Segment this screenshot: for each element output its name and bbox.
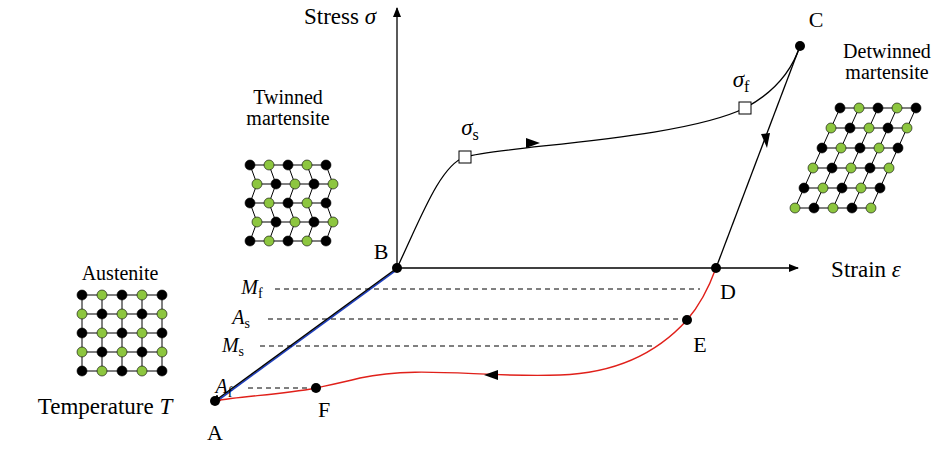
point-label: A <box>207 421 223 444</box>
curve-arrow <box>484 370 498 380</box>
stress-label: σf <box>733 68 750 96</box>
temperature-label: Af <box>216 376 233 401</box>
axis-label: Strain ε <box>831 258 901 282</box>
strain-axis <box>397 267 798 268</box>
state-points <box>210 41 805 406</box>
point-label: B <box>374 240 389 263</box>
unloading-line <box>716 46 800 268</box>
detwinned-lattice <box>790 103 921 213</box>
point-label: E <box>693 333 706 356</box>
temperature-label: Mf <box>241 277 262 302</box>
point-label: F <box>318 398 330 421</box>
stress-axis <box>396 8 397 268</box>
phase-label: Twinned martensite <box>236 87 341 129</box>
point-label: D <box>720 280 736 303</box>
twinned-lattice <box>245 160 338 246</box>
sigma-marker <box>459 151 471 163</box>
axis-label: Stress σ <box>304 5 376 29</box>
phase-label: Detwinned martensite <box>832 41 942 83</box>
curve-arrow <box>526 138 540 148</box>
axis-label: Temperature T <box>38 395 172 419</box>
austenite-lattice <box>77 290 167 376</box>
cooling-line <box>213 271 395 404</box>
lattice-pictures <box>77 103 921 376</box>
temperature-label: As <box>232 307 250 332</box>
loading-curve <box>397 46 800 268</box>
phase-label: Austenite <box>82 263 159 284</box>
heating-curve <box>215 268 716 401</box>
point-label: C <box>809 8 824 31</box>
temperature-label: Ms <box>222 335 244 360</box>
sigma-marker <box>739 102 751 114</box>
curve-arrow <box>761 133 770 148</box>
stress-label: σs <box>461 116 479 144</box>
temperature-axis <box>212 268 397 403</box>
